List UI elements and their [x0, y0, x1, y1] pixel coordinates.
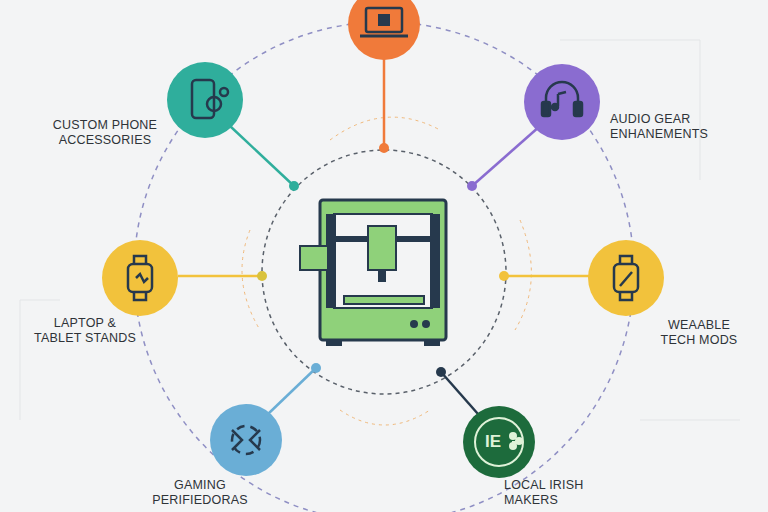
category-circle: WEAABLE TECH MODS	[588, 240, 664, 316]
category-label: GAMING PERIFIEDORAS	[152, 478, 248, 508]
category-circle: CUSTOM PHONE ACCESSORIES	[167, 62, 243, 138]
category-circle: IELOCAL IRISH MAKERS	[463, 406, 535, 478]
category-circle: AUDIO GEAR ENHANEMENTS	[524, 64, 600, 140]
category-label: CUSTOM PHONE ACCESSORIES	[50, 118, 160, 148]
category-label: WEAABLE TECH MODS	[654, 318, 744, 348]
category-label: LAPTOP & TABLET STANDS	[30, 316, 140, 346]
category-circle: LAPTOP & TABLET STANDS	[102, 240, 178, 316]
category-circle: GAMING PERIFIEDORAS	[210, 404, 282, 476]
category-label: LOCAL IRISH MAKERS	[504, 478, 614, 508]
category-label: AUDIO GEAR ENHANEMENTS	[610, 112, 720, 142]
logo-text: IE	[485, 432, 501, 452]
